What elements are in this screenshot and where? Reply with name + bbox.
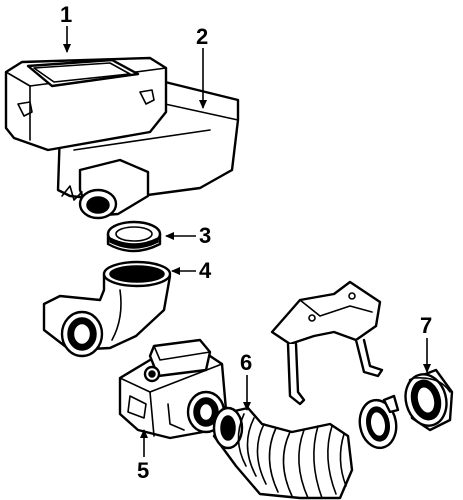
elbow-duct — [42, 260, 172, 358]
callout-2: 2 — [196, 24, 208, 109]
callout-label: 1 — [60, 2, 72, 27]
callout-6: 6 — [240, 350, 252, 411]
callout-3: 3 — [165, 223, 211, 248]
hose-clamp — [358, 394, 400, 450]
bellows-coupler — [404, 368, 454, 432]
seal-ring — [106, 220, 162, 253]
callout-label: 7 — [420, 313, 432, 338]
callout-label: 2 — [196, 24, 208, 49]
mounting-bracket — [270, 280, 384, 406]
intake-hose — [212, 406, 354, 500]
callout-4: 4 — [171, 258, 212, 283]
air-cleaner-cover — [4, 56, 168, 152]
callout-1: 1 — [60, 2, 72, 53]
callout-label: 6 — [240, 350, 252, 375]
callout-label: 5 — [137, 458, 149, 483]
callout-5: 5 — [137, 429, 149, 483]
air-flow-meter — [118, 338, 228, 440]
callout-label: 4 — [199, 258, 212, 283]
callout-label: 3 — [199, 223, 211, 248]
callout-7: 7 — [420, 313, 432, 373]
